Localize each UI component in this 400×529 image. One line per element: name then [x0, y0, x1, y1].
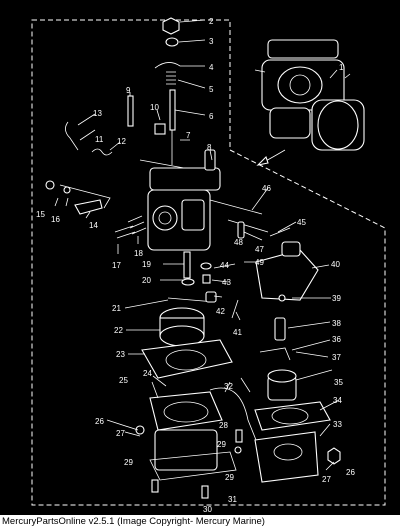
callout-40: 40	[331, 260, 340, 269]
callout-34: 34	[333, 396, 342, 405]
callout-33: 33	[333, 420, 342, 429]
carburetor-exploded-diagram: 2 3 4 5 6 1 7 8 9 10 11 12 13 14 15 16 1…	[31, 17, 386, 514]
callout-26: 26	[95, 417, 104, 426]
callout-25: 25	[119, 376, 128, 385]
right-side-parts	[209, 347, 341, 483]
callout-11: 11	[95, 135, 104, 144]
assembly-boundary	[31, 19, 386, 506]
callout-5: 5	[209, 85, 214, 94]
callout-42: 42	[216, 307, 225, 316]
linkage-parts	[45, 95, 196, 215]
jets-and-screws	[114, 215, 291, 319]
callout-14: 14	[89, 221, 98, 230]
upper-parts-stack	[154, 17, 181, 165]
callout-32: 32	[224, 382, 233, 391]
callout-4: 4	[209, 63, 214, 72]
callout-15: 15	[36, 210, 45, 219]
callout-26-right: 26	[346, 468, 355, 477]
callout-46: 46	[262, 184, 271, 193]
callout-43: 43	[222, 278, 231, 287]
callout-9: 9	[126, 86, 131, 95]
callout-17: 17	[112, 261, 121, 270]
callout-28: 28	[219, 421, 228, 430]
callout-41: 41	[233, 328, 242, 337]
callout-29-lower: 29	[225, 473, 234, 482]
callout-39: 39	[332, 294, 341, 303]
callout-16: 16	[51, 215, 60, 224]
callout-31: 31	[228, 495, 237, 504]
callout-22: 22	[114, 326, 123, 335]
callout-45: 45	[297, 218, 306, 227]
callout-24: 24	[143, 369, 152, 378]
float-cover	[255, 241, 319, 341]
callout-12: 12	[117, 137, 126, 146]
callout-10: 10	[150, 103, 159, 112]
callout-7: 7	[186, 131, 191, 140]
callout-47: 47	[255, 245, 264, 254]
callout-2: 2	[209, 17, 214, 26]
callout-30: 30	[203, 505, 212, 514]
callout-labels: 2 3 4 5 6 1 7 8 9 10 11 12 13 14 15 16 1…	[36, 17, 355, 514]
callout-29-upper: 29	[217, 440, 226, 449]
callout-35: 35	[334, 378, 343, 387]
callout-6: 6	[209, 112, 214, 121]
callout-27-right: 27	[322, 475, 331, 484]
callout-38: 38	[332, 319, 341, 328]
callout-21: 21	[112, 304, 121, 313]
float-and-gasket	[141, 307, 233, 379]
assembled-carburetor-inset	[254, 39, 365, 166]
callout-48: 48	[234, 238, 243, 247]
callout-37: 37	[332, 353, 341, 362]
callout-49: 49	[255, 258, 264, 267]
callout-18: 18	[134, 249, 143, 258]
callout-29: 29	[124, 458, 133, 467]
callout-1: 1	[339, 63, 344, 72]
callout-23: 23	[116, 350, 125, 359]
callout-8: 8	[207, 143, 212, 152]
carburetor-body	[147, 149, 269, 251]
callout-3: 3	[209, 37, 214, 46]
callout-44: 44	[220, 261, 229, 270]
callout-36: 36	[332, 335, 341, 344]
copyright-caption: MercuryPartsOnline v2.5.1 (Image Copyrig…	[0, 515, 400, 529]
callout-20: 20	[142, 276, 151, 285]
callout-27: 27	[116, 429, 125, 438]
lower-float-bowl	[135, 391, 243, 499]
leader-lines	[54, 19, 340, 471]
callout-19: 19	[142, 260, 151, 269]
callout-13: 13	[93, 109, 102, 118]
